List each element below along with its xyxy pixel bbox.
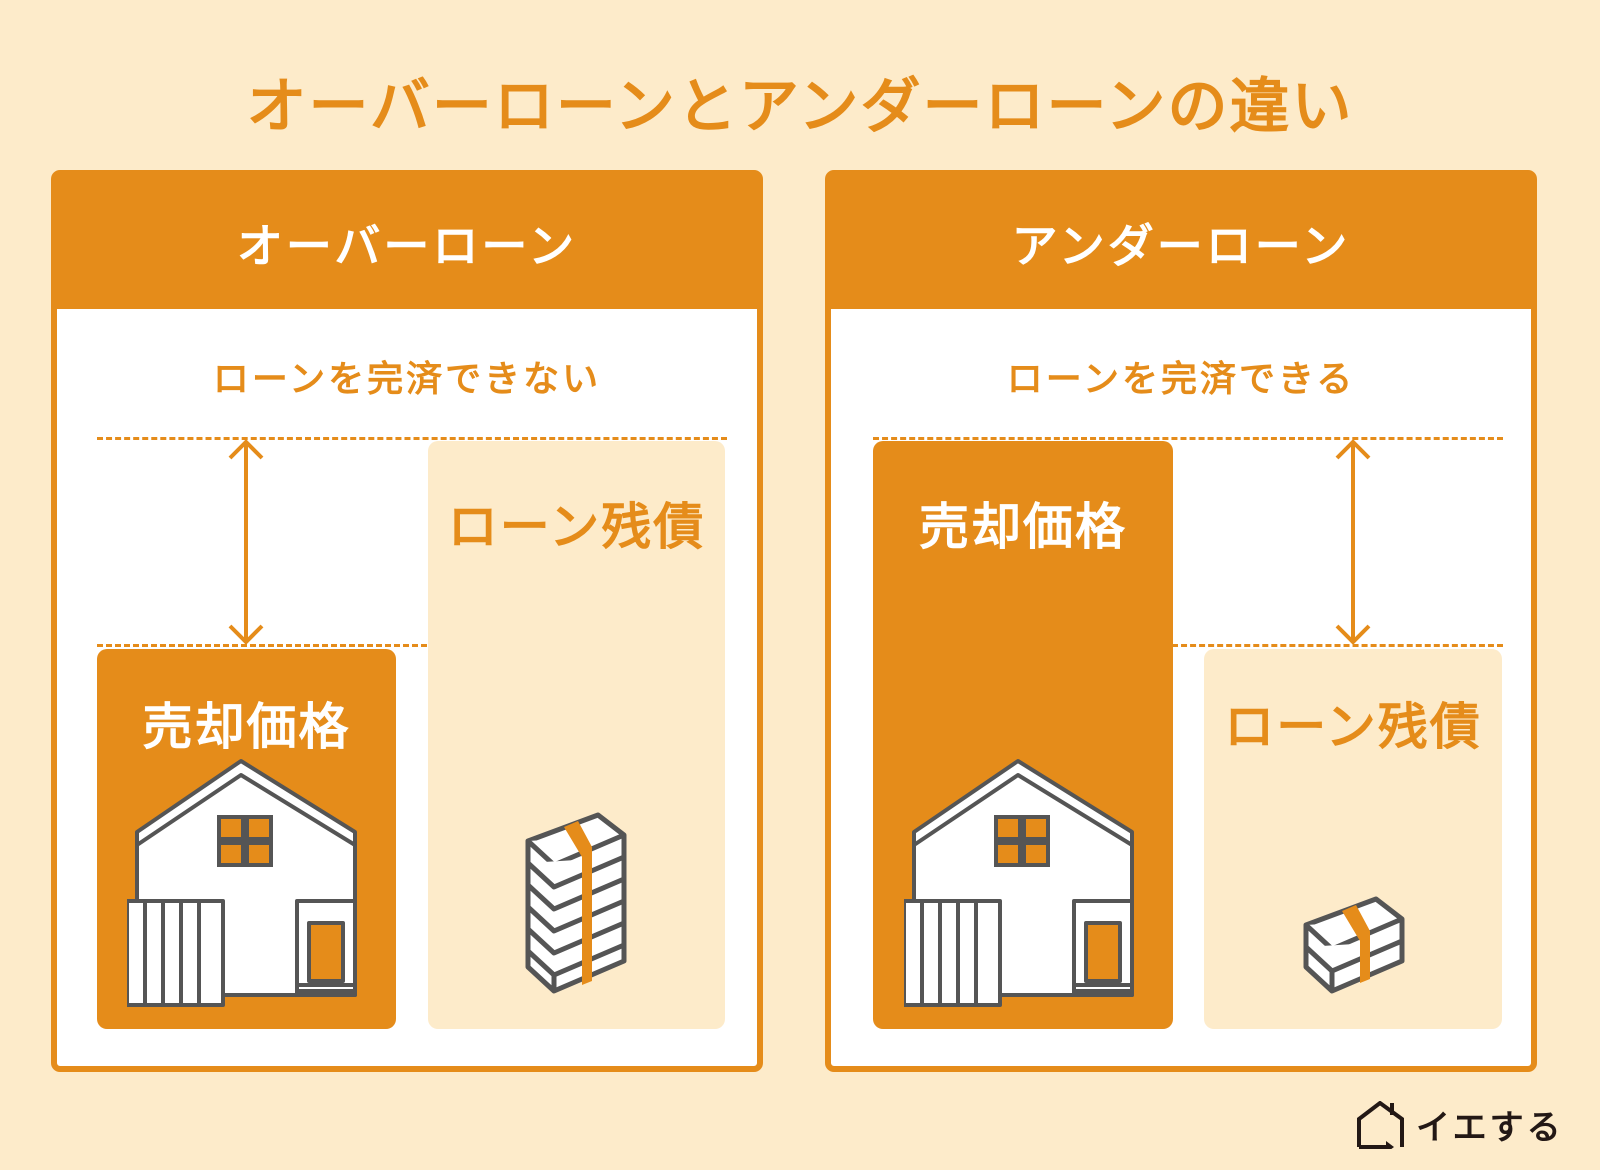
sale-price-label: 売却価格 bbox=[142, 698, 351, 756]
loan-balance-box: ローン残債 bbox=[428, 441, 725, 1029]
loan-balance-label: ローン残債 bbox=[1224, 698, 1482, 756]
sale-price-box: 売却価格 bbox=[97, 649, 396, 1029]
loan-balance-box: ローン残債 bbox=[1204, 649, 1502, 1029]
panel-header: オーバーローン bbox=[57, 176, 757, 309]
dotted-line-top bbox=[873, 437, 1503, 440]
dotted-line-bottom bbox=[1172, 644, 1503, 647]
page-title: オーバーローンとアンダーローンの違い bbox=[246, 72, 1354, 142]
house-logo-icon bbox=[1357, 1100, 1404, 1149]
panel-subtitle: ローンを完済できない bbox=[212, 359, 602, 400]
sale-price-label: 売却価格 bbox=[919, 498, 1127, 556]
dotted-line-bottom bbox=[97, 644, 427, 647]
logo-text: イエする bbox=[1416, 1108, 1564, 1148]
difference-arrow bbox=[228, 439, 264, 645]
sale-price-box: 売却価格 bbox=[873, 441, 1173, 1029]
brand-logo: イエする bbox=[1356, 1100, 1564, 1149]
money-stack-small-icon bbox=[1303, 896, 1405, 994]
dotted-line-top bbox=[97, 437, 727, 440]
difference-arrow bbox=[1335, 439, 1371, 645]
panel-subtitle: ローンを完済できる bbox=[1006, 359, 1356, 400]
house-icon bbox=[904, 759, 1134, 1007]
loan-balance-label: ローン残債 bbox=[447, 498, 706, 556]
panel-header: アンダーローン bbox=[831, 176, 1531, 309]
house-icon bbox=[127, 759, 357, 1007]
money-stack-tall-icon bbox=[525, 812, 627, 994]
